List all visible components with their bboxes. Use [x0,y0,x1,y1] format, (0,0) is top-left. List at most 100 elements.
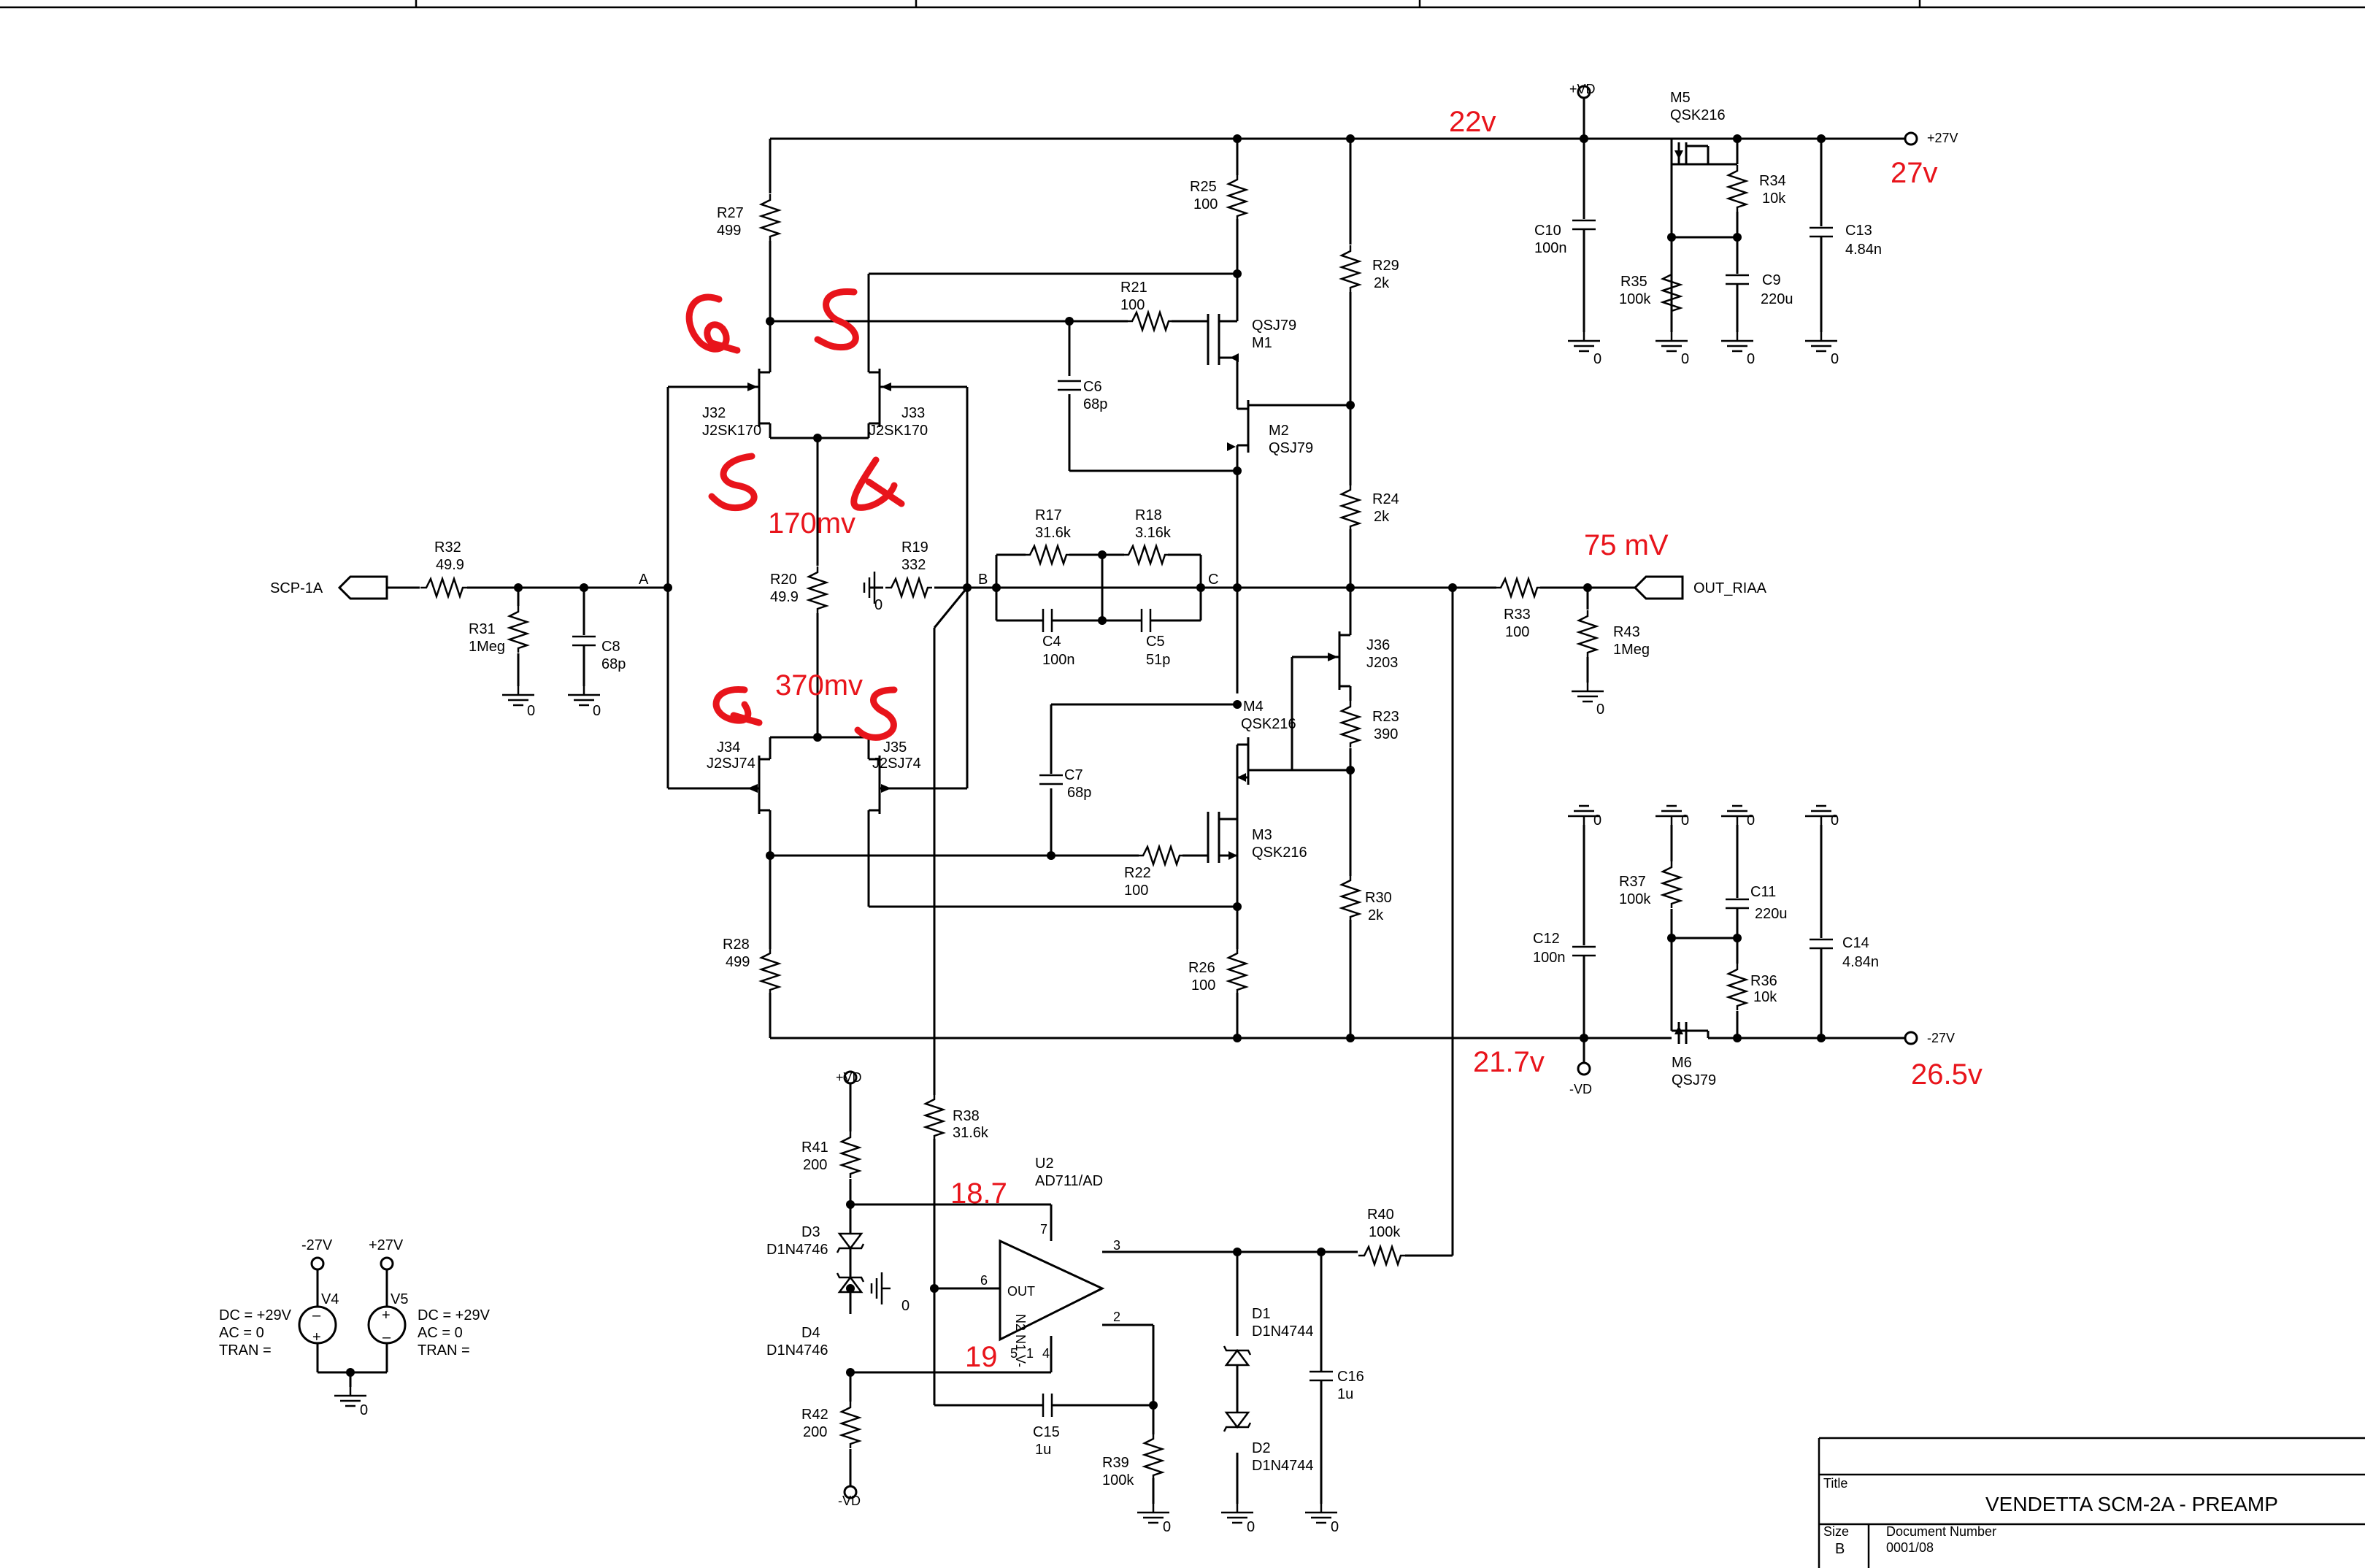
opamp-pin-1: 1 [1026,1346,1034,1361]
ref-r40: R40 [1367,1207,1394,1223]
ref-c9: C9 [1762,272,1781,288]
ref-r31: R31 [469,621,496,637]
ref-r25: R25 [1190,179,1217,195]
val-r33: 100 [1505,624,1529,640]
ref-j36: J36 [1366,637,1390,653]
val-r26: 100 [1191,977,1215,994]
sheet-border [0,0,2365,9]
val-r19: 332 [901,557,926,573]
ref-r36: R36 [1750,973,1777,989]
title-block-size: B [1835,1541,1845,1557]
val-r34: 10k [1762,191,1786,207]
v5-minus: – [382,1329,391,1345]
ref-r42: R42 [801,1407,828,1423]
ref-c13: C13 [1845,223,1872,239]
ref-c14: C14 [1842,935,1869,951]
annotation-75mv: 75 mV [1584,529,1669,561]
val-r20: 49.9 [770,589,799,605]
gnd-label: 0 [1831,351,1839,367]
opamp-out-label: OUT [1007,1284,1035,1299]
val-r37: 100k [1619,891,1651,907]
ref-c10: C10 [1534,223,1561,239]
node-c-label: C [1208,572,1218,588]
gnd-label: 0 [360,1402,368,1418]
ref-c8: C8 [601,639,620,655]
gnd-label: 0 [1681,812,1689,829]
val-r31: 1Meg [469,639,505,655]
val-m6: QSJ79 [1672,1072,1716,1088]
ref-r27: R27 [717,205,744,221]
val-d2: D1N4744 [1252,1458,1314,1474]
ref-m6: M6 [1672,1055,1692,1071]
val-u2: AD711/AD [1035,1173,1103,1189]
val-m2: QSJ79 [1269,440,1313,456]
val-r30: 2k [1368,907,1384,923]
val-r18: 3.16k [1135,525,1172,541]
val-c10: 100n [1534,240,1567,256]
v5-plus: + [382,1307,391,1323]
val-j36: J203 [1366,655,1398,671]
ref-m5: M5 [1670,90,1691,106]
opamp-pin-5: 5 [1010,1346,1018,1361]
ref-r21: R21 [1120,280,1147,296]
gnd-label: 0 [1681,351,1689,367]
val-c6: 68p [1083,396,1107,412]
ref-r43: R43 [1613,624,1640,640]
net-input-label: SCP-1A [270,580,323,596]
ref-r22: R22 [1124,865,1151,881]
ref-r28: R28 [723,937,750,953]
opamp-pin-6: 6 [980,1273,988,1288]
ref-d4: D4 [801,1325,820,1341]
ref-u2: U2 [1035,1156,1054,1172]
rail-neg-label: -27V [1927,1031,1955,1045]
ref-r19: R19 [901,539,928,556]
v5-top-label: +27V [369,1237,404,1253]
hand-mark-s-mid [708,453,758,512]
ref-r18: R18 [1135,507,1162,523]
v4-dc: DC = +29V [219,1307,292,1323]
ref-r17: R17 [1035,507,1062,523]
devices [298,85,1918,1499]
annotation-170mv: 170mv [768,507,855,539]
v4-plus: + [312,1329,321,1345]
val-c13: 4.84n [1845,242,1882,258]
ref-m1: M1 [1252,335,1272,351]
opamp-small-pins: N2 N1 V- [1013,1314,1028,1367]
gnd-label: 0 [1831,812,1839,829]
ref-v4: V4 [321,1291,339,1307]
val-j34: J2SJ74 [707,756,755,772]
gnd-label: 0 [1593,351,1601,367]
val-c5: 51p [1146,652,1170,668]
gnd-label: 0 [1593,812,1601,829]
ref-r41: R41 [801,1140,828,1156]
val-r36: 10k [1753,989,1777,1005]
opamp-pin-3: 3 [1113,1238,1120,1253]
val-r41: 200 [803,1157,827,1173]
val-c15: 1u [1035,1442,1051,1458]
ref-r32: R32 [434,539,461,556]
val-j32: J2SK170 [702,423,761,439]
hand-mark-s-bottom [854,686,898,741]
val-r23: 390 [1374,726,1398,742]
vd-neg-label: -VD [1569,1082,1592,1096]
hand-mark-d-mid [850,456,905,511]
val-m3: QSK216 [1252,845,1307,861]
ref-j32: J32 [702,405,726,421]
val-c16: 1u [1337,1386,1353,1402]
val-r43: 1Meg [1613,642,1650,658]
red-marks [685,288,905,741]
hand-mark-d-bottom [712,686,763,726]
val-r32: 49.9 [436,557,464,573]
gnd-label: 0 [901,1298,910,1314]
annotation-22v: 22v [1449,106,1496,138]
val-d4: D1N4746 [766,1342,828,1358]
ref-r38: R38 [953,1108,980,1124]
title-block-docnum: 0001/08 [1886,1540,1934,1555]
gnd-label: 0 [527,703,535,719]
annotation-21-7v: 21.7v [1473,1046,1545,1078]
ref-r30: R30 [1365,890,1392,906]
ref-j33: J33 [901,405,925,421]
val-r21: 100 [1120,297,1145,313]
